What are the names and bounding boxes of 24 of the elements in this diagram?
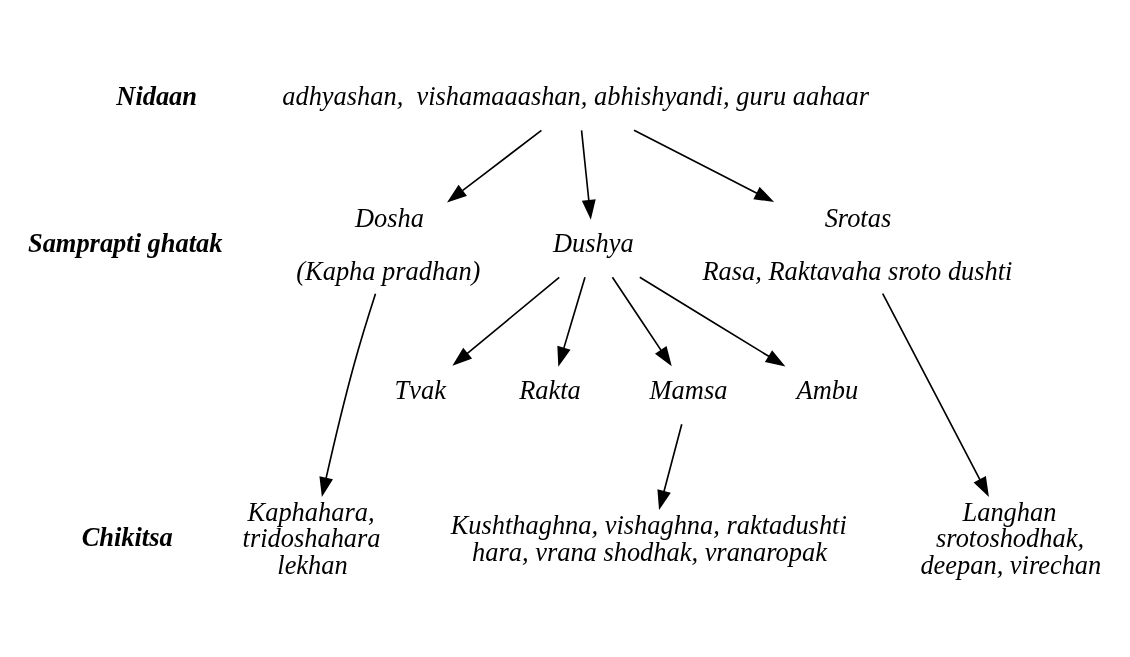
- arrow: [638, 275, 786, 367]
- arrow: [557, 275, 586, 367]
- arrow: [447, 129, 543, 202]
- label: Chikitsa: [81, 521, 173, 552]
- arrow: [319, 292, 377, 497]
- node-text: Srotas Rasa, Raktavaha sroto dushti: [702, 202, 1013, 286]
- arrow: [580, 129, 596, 220]
- node-text: Langhan srotoshodhak, deepan, virechan: [920, 496, 1102, 580]
- label: Samprapti ghatak: [27, 227, 223, 258]
- arrow: [633, 129, 775, 202]
- node-text: adhyashan, vishamaaashan, abhishyandi, guru aahaar: [282, 80, 870, 111]
- node-text: Dosha (Kapha pradhan): [296, 202, 481, 286]
- node-text: Ambu: [796, 374, 859, 405]
- arrow: [657, 422, 683, 510]
- node-text: Dushya: [553, 227, 634, 258]
- arrow: [611, 275, 672, 366]
- label: Nidaan: [116, 80, 198, 111]
- node-text: Kaphahara, tridoshahara lekhan: [242, 496, 381, 580]
- node-text: Tvak: [394, 374, 446, 405]
- node-text: Mamsa: [649, 374, 728, 405]
- arrow: [881, 292, 989, 497]
- arrow: [452, 275, 561, 366]
- node-text: Rakta: [519, 374, 581, 405]
- node-text: Kushthaghna, vishaghna, raktadushti hara, vrana shodhak, vranaropak: [450, 509, 847, 567]
